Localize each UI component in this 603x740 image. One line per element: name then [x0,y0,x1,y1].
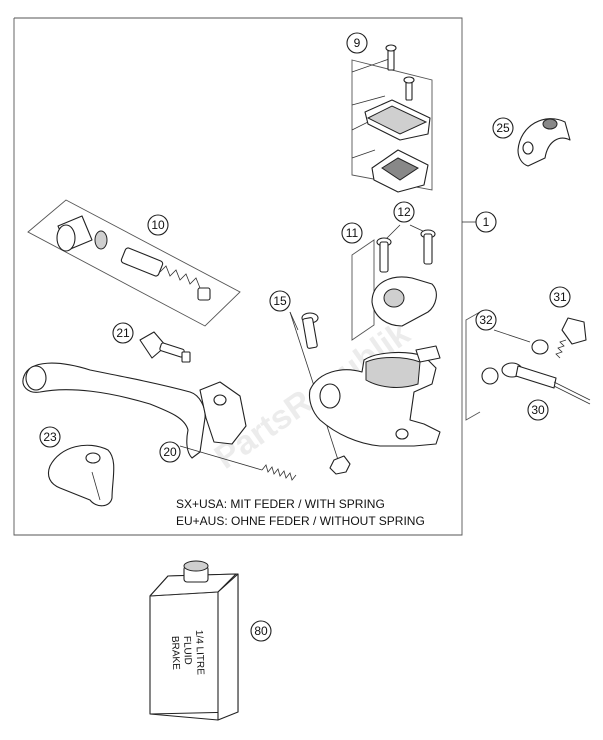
callout-23: 23 [39,426,61,448]
callout-label: 32 [479,313,493,327]
callout-label: 15 [273,294,287,308]
brake-fluid-can: BRAKE FLUID 1/4 LITRE [149,560,239,721]
cover-kit-frame [351,59,433,191]
callout-label: 9 [354,36,361,50]
master-cylinder-body [308,345,441,447]
banjo-washer [531,339,549,355]
callout-31: 31 [549,286,571,308]
callout-80: 80 [250,620,272,642]
callout-30: 30 [527,399,549,421]
line-kit-bracket [465,311,481,421]
callout-10: 10 [147,214,169,236]
pivot-nut [329,455,351,475]
handlebar-clamp-25 [517,118,571,167]
piston-kit-frame [27,199,241,327]
callout-label: 31 [553,290,567,304]
callout-12: 12 [393,201,415,223]
callout-label: 25 [496,121,510,135]
callout-label: 10 [151,218,165,232]
lever-boot-23 [47,444,115,507]
callout-label: 12 [397,205,411,219]
spring-note-line1: SX+USA: MIT FEDER / WITH SPRING [176,497,385,511]
piston-kit-group [27,199,241,327]
callout-20: 20 [159,441,181,463]
clamp-bolt [376,237,392,273]
callout-15: 15 [269,290,291,312]
brake-lever [22,362,247,459]
callout-label: 1 [483,215,490,229]
lever-pivot-block [199,381,247,445]
callout-label: 80 [254,624,268,638]
assembly-frame [13,17,463,536]
brake-hose-30 [501,362,591,405]
can-label-line: FLUID [181,636,193,665]
brake-line-group [465,311,591,421]
can-label-line: BRAKE [169,636,181,671]
callout-label: 11 [346,226,359,240]
circlip [94,230,108,250]
clamp-bolt [420,229,436,265]
can-label-line: 1/4 LITRE [193,630,206,676]
banjo-bolt-31 [555,317,587,359]
callout-label: 21 [116,326,130,340]
banjo-washer [481,367,499,385]
clamp-bolts-group [351,224,437,341]
adjuster-21 [139,331,191,363]
callout-1: 1 [475,211,497,233]
spring-note-line2: EU+AUS: OHNE FEDER / WITHOUT SPRING [176,514,425,528]
callout-11: 11 [341,222,363,244]
callout-21: 21 [112,322,134,344]
clamp-kit-frame [351,239,375,341]
callout-9: 9 [346,32,368,54]
lever-spring-20 [179,445,297,481]
piston-rod [120,247,211,301]
callout-label: 30 [531,403,545,417]
reservoir-cover-group [351,44,433,193]
callout-32: 32 [475,309,497,331]
callout-label: 20 [163,445,177,459]
callout-25: 25 [492,117,514,139]
handlebar-clamp-half [371,276,437,327]
callout-label: 23 [43,430,57,444]
